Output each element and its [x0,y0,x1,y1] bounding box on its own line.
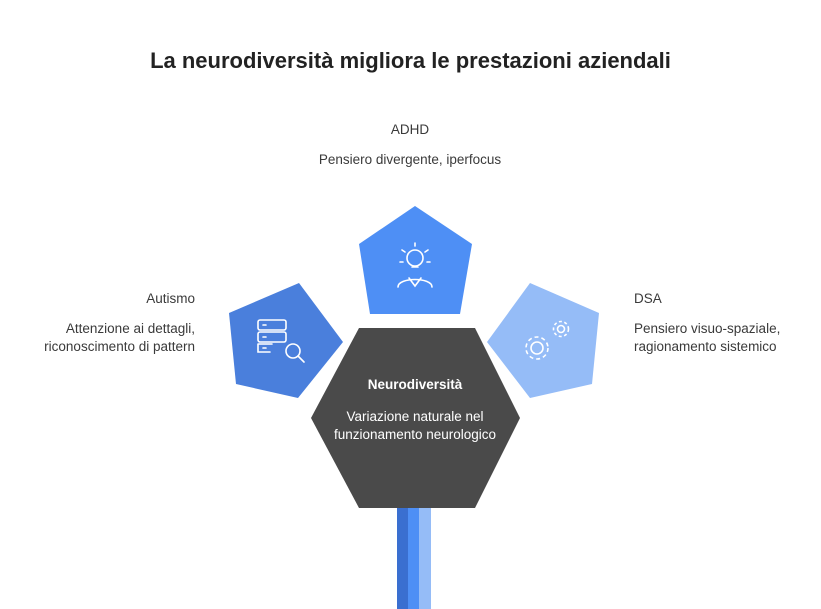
label-dsa-text: Pensiero visuo-spaziale, ragionamento si… [634,321,781,354]
label-dsa-heading: DSA [634,291,662,306]
stem-bar-2 [408,505,419,609]
database-search-icon [257,319,305,363]
label-autismo-heading: Autismo [146,291,195,306]
page-title: La neurodiversità migliora le prestazion… [150,48,671,73]
gears-icon [525,320,570,360]
stem-bar-3 [419,505,431,609]
label-adhd: ADHD Pensiero divergente, iperfocus [310,121,510,169]
label-neurodiversita: Neurodiversità Variazione naturale nel f… [330,376,500,444]
lightbulb-person-icon [397,242,433,288]
pentagon-adhd [359,206,472,314]
label-adhd-heading: ADHD [390,122,430,137]
label-dsa: DSA Pensiero visuo-spaziale, ragionament… [634,290,814,356]
label-neurodiversita-text: Variazione naturale nel funzionamento ne… [333,409,497,442]
stem-bar-1 [397,505,408,609]
label-autismo: Autismo Attenzione ai dettagli, riconosc… [0,290,195,356]
hexagon-neurodiversita [311,328,520,508]
label-neurodiversita-heading: Neurodiversità [367,377,463,392]
label-adhd-text: Pensiero divergente, iperfocus [318,152,502,167]
label-autismo-text: Attenzione ai dettagli, riconoscimento d… [44,321,195,354]
pentagon-dsa [487,283,599,398]
